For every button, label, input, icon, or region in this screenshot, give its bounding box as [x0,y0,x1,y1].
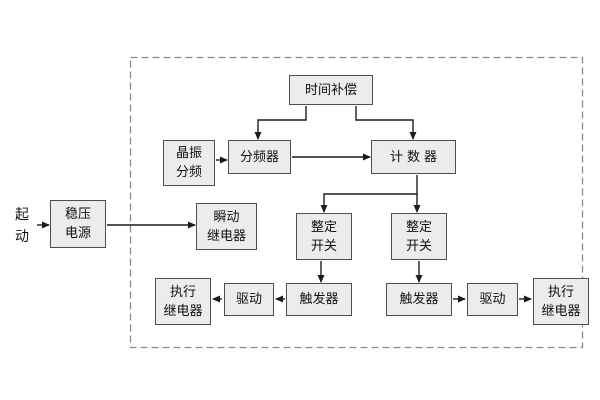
node-frequency-divider: 分频器 [228,140,291,174]
arrow-counter-to-setting-switch-left [320,193,417,213]
start-label: 起 动 [15,206,29,244]
node-regulator: 稳压 电源 [50,200,106,248]
relay-internal-boundary [129,56,584,349]
node-exec-relay-right: 执行 继电器 [533,278,589,325]
node-counter: 计数器 [371,140,456,174]
node-trigger-right: 触发器 [386,283,452,316]
node-time-compensation: 时间补偿 [289,75,373,105]
node-drive-right: 驱动 [467,283,518,316]
arrow-time-compensation-to-counter [355,106,417,140]
node-setting-switch-left: 整定 开关 [296,213,352,260]
node-setting-switch-right: 整定 开关 [391,213,447,260]
node-trigger-left: 触发器 [286,283,352,316]
arrow-time-compensation-to-frequency-divider [254,106,307,140]
node-instant-relay: 瞬动 继电器 [196,203,257,250]
node-drive-left: 驱动 [224,283,274,316]
node-crystal-divider: 晶振 分频 [163,140,215,186]
node-exec-relay-left: 执行 继电器 [155,278,211,325]
